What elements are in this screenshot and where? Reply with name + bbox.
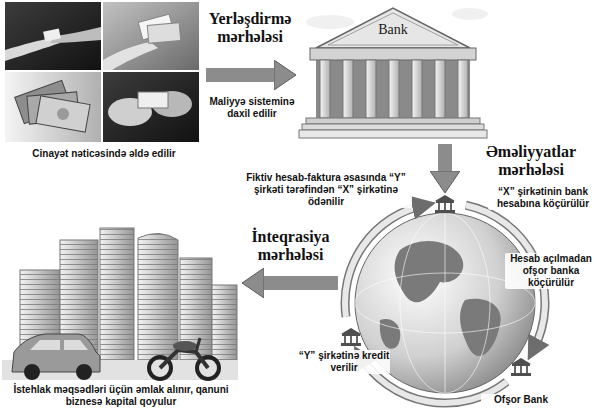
- city-assets: [196, 338, 200, 352]
- bank-building: [306, 118, 480, 124]
- city-assets: [64, 340, 88, 350]
- crime-photos: [5, 2, 199, 142]
- crime-photos: [43, 28, 61, 41]
- bank-building: [435, 60, 445, 118]
- stage-label: Əməliyyatlar mərhələsi: [462, 143, 600, 180]
- globe: [460, 299, 501, 356]
- panel-caption: İstehlak məqsədləri üçün əmlak alınır, q…: [2, 384, 240, 408]
- stage-label: İnteqrasiya mərhələsi: [238, 228, 343, 265]
- crime-proceeds-panel: Cinayət nəticəsində əldə edilir: [4, 2, 204, 162]
- step-note: Hesab açılmadan ofşor banka köçürülür: [505, 253, 597, 289]
- stage-arrow: [264, 276, 338, 290]
- bank-building: [320, 60, 330, 118]
- bank-icons: [435, 195, 455, 213]
- city-assets: [2, 228, 238, 380]
- city-assets: [100, 228, 134, 375]
- bank-sign: Bank: [298, 22, 488, 39]
- crime-photos: [147, 23, 180, 44]
- city-assets: [24, 364, 40, 380]
- globe-cycle-panel: “X” şirkətinin bank hesabına köçürülürHe…: [340, 195, 598, 409]
- crime-photos: [103, 72, 199, 142]
- cycle-arrows: [345, 205, 424, 317]
- bank-building: [458, 60, 468, 118]
- step-note: “X” şirkətinin bank hesabına köçürülür: [488, 186, 598, 210]
- city-assets: [100, 228, 134, 375]
- city-assets: [173, 341, 197, 351]
- bank-icons: [341, 328, 361, 346]
- assets-panel: İstehlak məqsədləri üçün əmlak alınır, q…: [2, 222, 240, 409]
- bank-caption: Ofşor Bank: [481, 394, 561, 406]
- crime-photos: [138, 92, 168, 108]
- bank-building: [452, 8, 488, 20]
- bank-building: [389, 60, 399, 118]
- bank-building: [302, 124, 484, 130]
- globe: [380, 319, 401, 349]
- bank-building: [343, 60, 353, 118]
- crime-photos: [103, 42, 158, 70]
- crime-photos: [36, 96, 90, 132]
- crime-photos: [103, 2, 199, 70]
- crime-photos: [5, 72, 101, 142]
- step-note: Fiktiv hesab-faktura əsasında “Y” şirkət…: [240, 172, 412, 208]
- stage-note: Maliyyə sisteminə daxil edilir: [202, 96, 302, 120]
- step-note: “Y” şirkətinə kredit verilir: [298, 350, 390, 374]
- stage-label: Yerləşdirmə mərhələsi: [198, 10, 302, 47]
- bank-building: [366, 60, 376, 118]
- bank-building: [306, 15, 354, 29]
- globe: [395, 241, 464, 302]
- crime-photos: [57, 108, 69, 120]
- bank-building: [299, 130, 487, 138]
- bank-building: [412, 60, 422, 118]
- globe: [400, 213, 490, 393]
- crime-photos: [5, 2, 101, 70]
- bank-icons: [511, 358, 531, 376]
- globe: [445, 213, 446, 393]
- stage-arrow: [206, 68, 274, 82]
- bank-panel: Bank: [298, 2, 488, 142]
- city-assets: [30, 340, 60, 350]
- panel-caption: Cinayət nəticəsində əldə edilir: [4, 148, 204, 160]
- cycle-arrows: [345, 205, 424, 317]
- city-assets: [76, 364, 92, 380]
- bank-building: [299, 8, 488, 138]
- city-assets: [160, 350, 208, 368]
- stage-arrow: [438, 144, 452, 171]
- bank-building: [316, 60, 470, 118]
- bank-building: [310, 48, 476, 60]
- bank-icons: [341, 195, 531, 376]
